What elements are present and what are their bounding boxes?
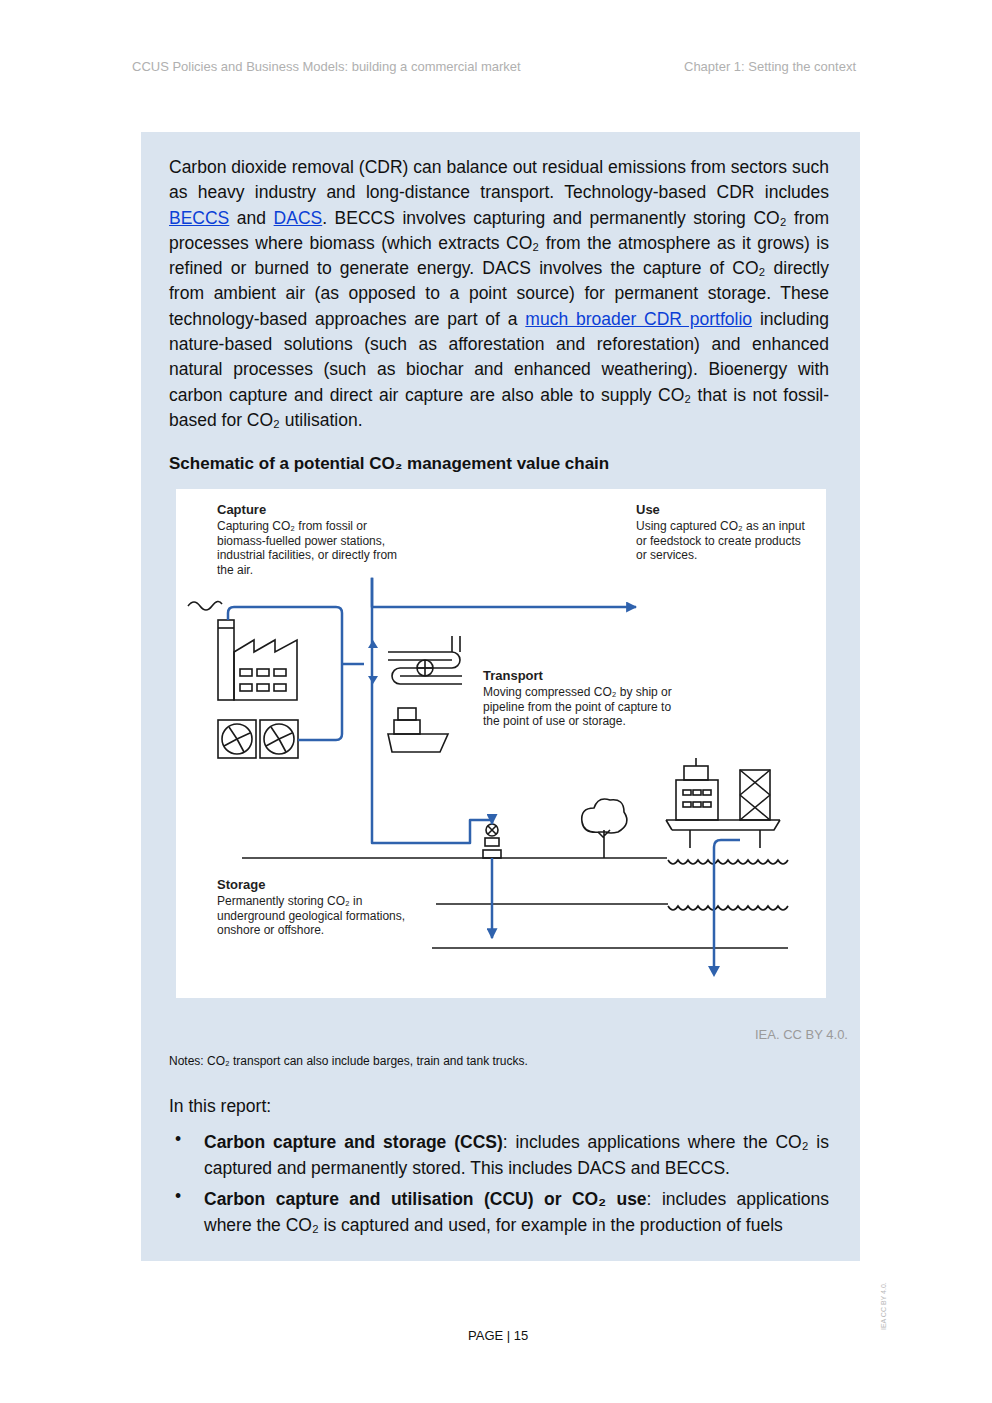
stage-description: Capturing CO₂ from fossil or biomass-fue… [217, 519, 407, 578]
co2-injection-pipe [491, 858, 494, 938]
stage-heading: Capture [217, 502, 407, 518]
body-text: and [237, 208, 266, 228]
term: Carbon capture and storage (CCS) [204, 1132, 503, 1152]
stage-block: StoragePermanently storing CO₂ in underg… [217, 877, 500, 938]
body-paragraph: Carbon dioxide removal (CDR) can balance… [169, 155, 829, 433]
page-number: PAGE | 15 [468, 1328, 528, 1343]
hyperlink-text: BECCS [169, 208, 229, 228]
sidebar-panel [141, 132, 860, 1261]
diagram-title: Schematic of a potential CO₂ management … [169, 454, 609, 474]
hyperlink-text: DACS [274, 208, 323, 228]
bullet-item: Carbon capture and utilisation (CCU) or … [204, 1186, 829, 1238]
intro-line: In this report: [169, 1096, 271, 1117]
offshore-platform [666, 758, 780, 848]
licence-note: IEA. CC BY 4.0. [755, 1027, 848, 1042]
stage-block: CaptureCapturing CO₂ from fossil or biom… [217, 502, 407, 578]
factory-icon [188, 601, 297, 700]
diagram-panel [176, 489, 826, 998]
bullet: • [175, 1129, 181, 1150]
tree-icon [582, 799, 627, 858]
hyperlink-text: much broader CDR portfolio [525, 309, 752, 329]
stage-description: Moving compressed CO₂ by ship or pipelin… [483, 685, 683, 729]
offshore-arrowhead [708, 966, 720, 977]
co2-flow-pipe [372, 578, 636, 607]
pipeline-icon [388, 636, 462, 684]
dac-fans [218, 720, 298, 758]
chapter-header: Chapter 1: Setting the context [684, 59, 856, 74]
stage-block: UseUsing captured CO₂ as an input or fee… [636, 502, 814, 642]
body-text: Carbon dioxide removal (CDR) can balance… [169, 157, 829, 202]
term: Carbon capture and utilisation (CCU) or … [204, 1189, 647, 1209]
running-header: CCUS Policies and Business Models: build… [132, 59, 521, 74]
stage-heading: Use [636, 502, 814, 518]
ship-icon [388, 708, 448, 752]
offshore-injection [714, 840, 740, 966]
co2-flow-pipe [372, 578, 492, 843]
figure-note: Notes: CO₂ transport can also include ba… [169, 1054, 528, 1068]
capture-pipes [228, 607, 364, 740]
stage-description: Using captured CO₂ as an input or feedst… [636, 519, 814, 563]
stage-heading: Transport [483, 668, 683, 684]
stage-heading: Storage [217, 877, 417, 893]
stage-block: TransportMoving compressed CO₂ by ship o… [483, 668, 683, 729]
bullet-item: Carbon capture and storage (CCS): includ… [204, 1129, 829, 1181]
valve-icon [483, 824, 501, 858]
stage-description: Permanently storing CO₂ in underground g… [217, 894, 417, 938]
bullet: • [175, 1186, 181, 1207]
side-watermark: IEA CC BY 4.0. [880, 1282, 887, 1330]
